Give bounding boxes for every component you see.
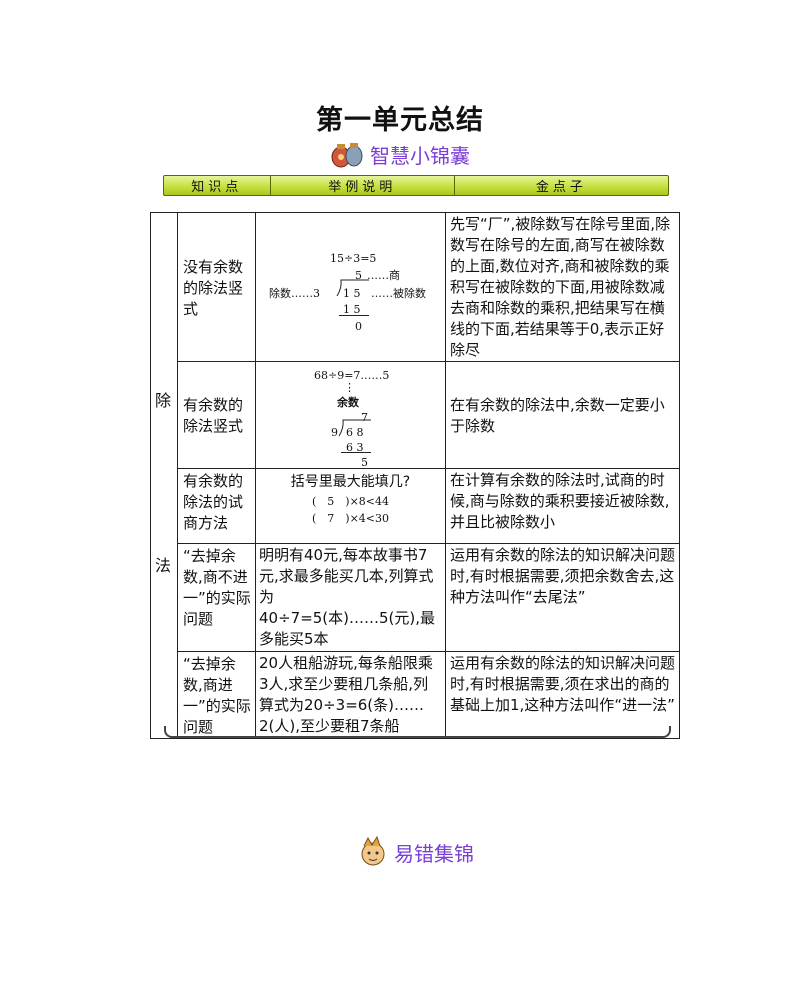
knowledge-cell: 有余数的除法竖式 (177, 361, 256, 469)
table-bottom-bracket (164, 726, 671, 738)
tip-cell: 在有余数的除法中,余数一定要小于除数 (445, 361, 680, 469)
example-calc: 40÷7=5(本)……5(元),最多能买5本 (259, 609, 436, 648)
example-cell: 15÷3=5 5 ……商 除数……3 1 5 ……被除数 1 5 0 (255, 212, 446, 362)
remainder: 0 (355, 320, 362, 333)
header-example: 举例说明 (271, 176, 455, 195)
category-cell: 除 法 (150, 212, 178, 739)
header-knowledge: 知识点 (164, 176, 271, 195)
summary-table: 除 法 没有余数的除法竖式 15÷3=5 5 ……商 除数……3 1 5 ……被… (150, 212, 680, 739)
example-cell: 68÷9=7……5 ⋮ 余数 7 9 6 8 6 3 5 (255, 361, 446, 469)
division-bracket (338, 419, 371, 437)
example-cell: 括号里最大能填几? ( 5 )×8<44 ( 7 )×4<30 (255, 468, 446, 544)
dividend-label: ……被除数 (371, 287, 426, 300)
knowledge-cell: “去掉余数,商进一”的实际问题 (177, 651, 256, 739)
page-title: 第一单元总结 (316, 105, 484, 136)
quotient-label: ……商 (367, 269, 400, 282)
table-header-bar: 知识点 举例说明 金点子 (163, 175, 669, 196)
table-row: “去掉余数,商不进一”的实际问题 明明有40元,每本故事书7元,求最多能买几本,… (151, 543, 680, 652)
boy-icon (361, 836, 385, 866)
example-line-2: ( 7 )×4<30 (311, 512, 389, 525)
dividend: 6 8 (346, 426, 364, 439)
pouch-icon (331, 143, 363, 168)
product: 6 3 (346, 441, 364, 454)
remainder-label: 余数 (337, 396, 359, 409)
tip-cell: 运用有余数的除法的知识解决问题时,有时根据需要,须在求出的商的基础上加1,这种方… (445, 651, 680, 739)
header-tips: 金点子 (535, 180, 587, 195)
divisor-label: 除数……3 (269, 287, 320, 300)
table-row: 有余数的除法竖式 68÷9=7……5 ⋮ 余数 7 9 6 8 6 3 5 在有… (151, 361, 680, 469)
tip-cell: 运用有余数的除法的知识解决问题时,有时根据需要,须把余数舍去,这种方法叫作“去尾… (445, 543, 680, 652)
example-cell: 20人租船游玩,每条船限乘3人,求至少要租几条船,列算式为20÷3=6(条)……… (255, 651, 446, 739)
dots: ⋮ (344, 381, 355, 394)
divisor: 9 (331, 426, 338, 439)
example-cell: 明明有40元,每本故事书7元,求最多能买几本,列算式为 40÷7=5(本)……5… (255, 543, 446, 652)
example-text: 明明有40元,每本故事书7元,求最多能买几本,列算式为 (259, 546, 434, 606)
example-question: 括号里最大能填几? (290, 474, 411, 490)
divider-line (341, 452, 371, 453)
footer-label: 易错集锦 (394, 841, 474, 866)
section-heading-label: 智慧小锦囊 (370, 143, 470, 168)
example-equation: 68÷9=7……5 (314, 369, 390, 382)
category-char-1: 除 (155, 390, 172, 410)
tip-cell: 在计算有余数的除法时,试商的时候,商与除数的乘积要接近被除数,并且比被除数小 (445, 468, 680, 544)
example-line-1: ( 5 )×8<44 (311, 495, 389, 508)
tip-cell: 先写“厂”,被除数写在除号里面,除数写在除号的左面,商写在被除数的上面,数位对齐… (445, 212, 680, 362)
division-bracket (336, 279, 369, 297)
quotient: 7 (361, 411, 368, 424)
table-row: 有余数的除法的试商方法 括号里最大能填几? ( 5 )×8<44 ( 7 )×4… (151, 468, 680, 544)
quotient: 5 (355, 269, 362, 282)
table-row: 除 法 没有余数的除法竖式 15÷3=5 5 ……商 除数……3 1 5 ……被… (150, 212, 680, 739)
footer-heading: 易错集锦 (356, 836, 474, 868)
dividend: 1 5 (343, 287, 361, 300)
example-equation: 15÷3=5 (330, 252, 377, 265)
category-char-2: 法 (155, 555, 172, 575)
remainder: 5 (361, 456, 368, 469)
table-row: “去掉余数,商进一”的实际问题 20人租船游玩,每条船限乘3人,求至少要租几条船… (151, 651, 680, 739)
divider-line (339, 315, 369, 316)
knowledge-cell: 没有余数的除法竖式 (177, 212, 256, 362)
knowledge-cell: “去掉余数,商不进一”的实际问题 (177, 543, 256, 652)
product: 1 5 (343, 303, 361, 316)
section-heading: 智慧小锦囊 (330, 138, 470, 170)
knowledge-cell: 有余数的除法的试商方法 (177, 468, 256, 544)
